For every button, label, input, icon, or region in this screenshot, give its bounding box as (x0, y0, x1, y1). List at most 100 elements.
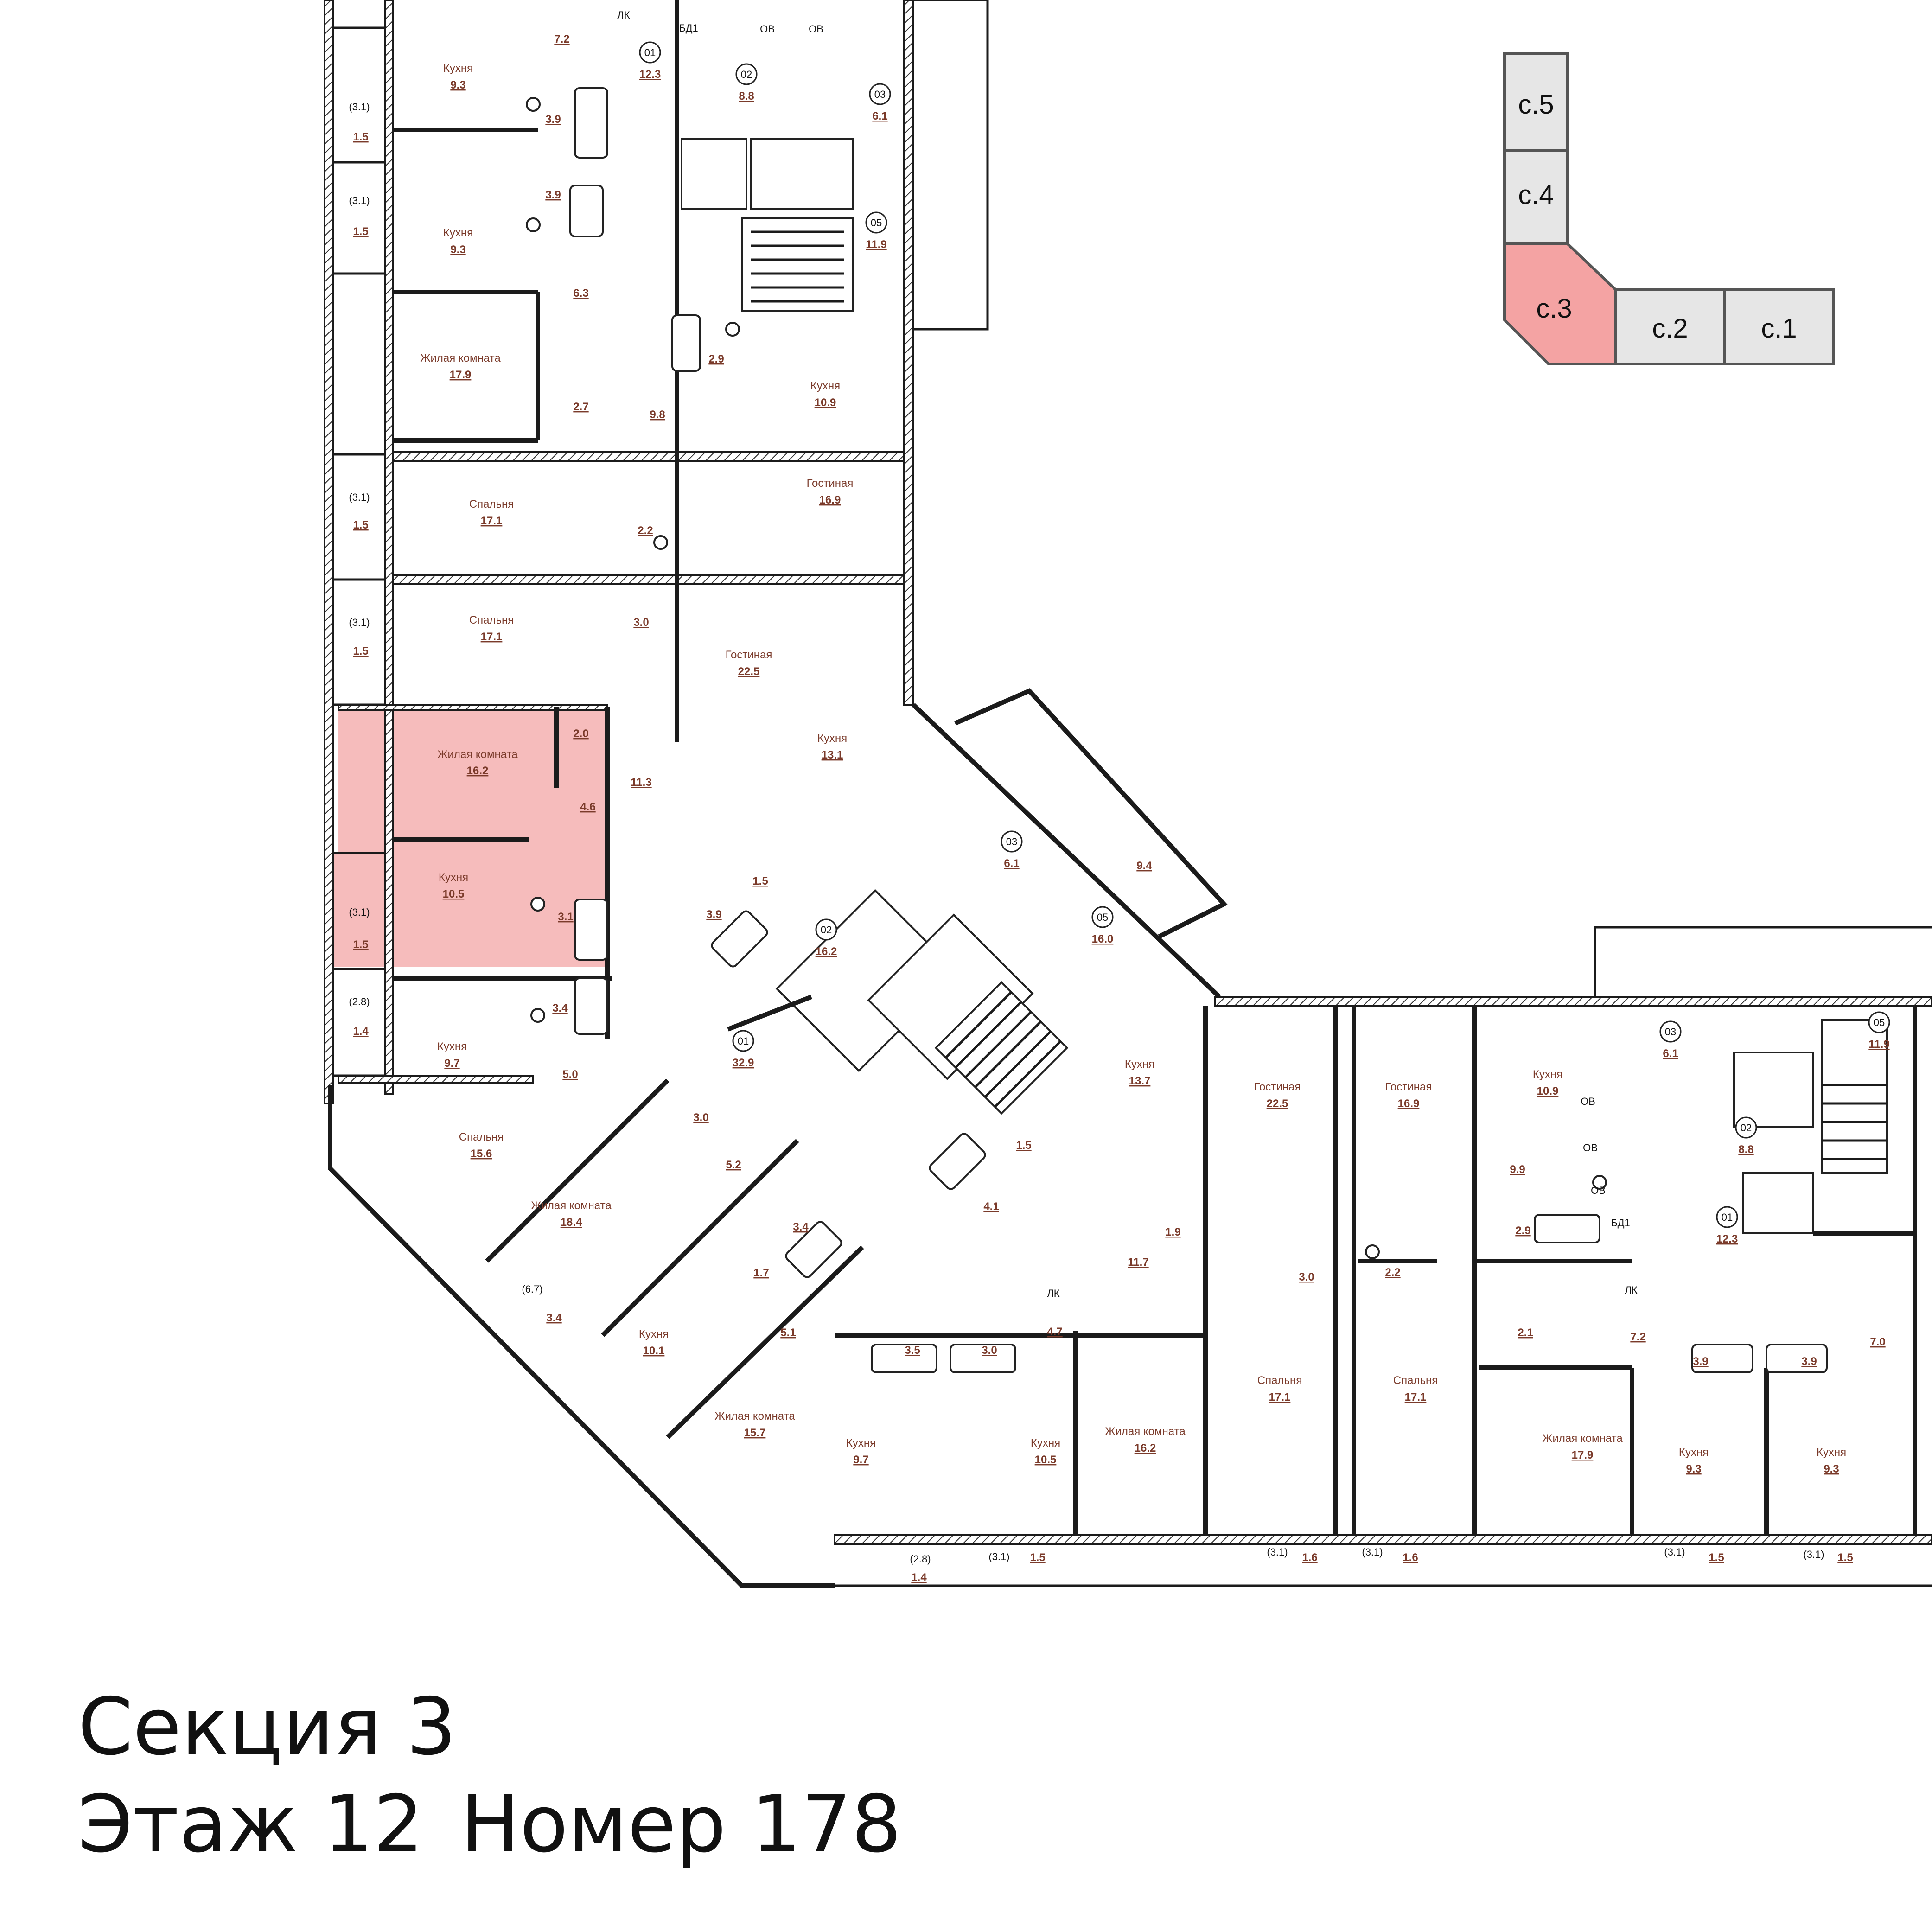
selected-room-area: 16.2 (467, 765, 489, 777)
common-area-id: 05 (1097, 912, 1108, 923)
balcony-area: (3.1) (349, 195, 370, 206)
key-plan: с.5 с.4 с.3 с.2 с.1 (1503, 52, 1835, 365)
common-area-marker (1091, 906, 1114, 928)
room-area: 16.9 (819, 494, 841, 506)
balcony-area: 3.4 (546, 1312, 562, 1324)
room-area: 17.1 (1405, 1391, 1427, 1403)
room-area: 17.9 (450, 369, 472, 381)
room-name: Кухня (846, 1437, 876, 1449)
shaft-label: ОВ (1581, 1096, 1595, 1107)
room-area: 9.9 (1510, 1163, 1525, 1176)
common-area-id: 05 (1874, 1017, 1885, 1028)
room-area: 4.7 (1047, 1326, 1062, 1338)
shaft-label: ОВ (1591, 1185, 1606, 1196)
balcony-area: (3.1) (1664, 1546, 1685, 1558)
room-name: Спальня (459, 1131, 504, 1143)
selected-room-area: 4.6 (580, 801, 595, 813)
room-area: 13.7 (1129, 1075, 1151, 1087)
balcony-area: (3.1) (349, 491, 370, 503)
common-area-id: 02 (741, 69, 752, 80)
room-area: 9.4 (1136, 860, 1152, 872)
room-name: Кухня (437, 1040, 467, 1053)
room-area: 9.3 (450, 79, 465, 91)
room-name: Гостиная (1254, 1081, 1301, 1093)
room-area: 15.7 (744, 1427, 766, 1439)
room-area: 13.1 (822, 749, 843, 761)
stair-treads-1 (751, 230, 844, 303)
balcony-area: 1.6 (1302, 1551, 1317, 1564)
common-area-value: 12.3 (1716, 1233, 1738, 1245)
balcony-area: (3.1) (349, 617, 370, 628)
common-area-id: 02 (821, 924, 832, 936)
room-name: Кухня (639, 1328, 669, 1340)
balcony-area: (2.8) (910, 1553, 931, 1565)
key-section-4[interactable]: с.4 (1503, 149, 1569, 245)
room-name: Кухня (443, 227, 473, 239)
balcony-area: 1.5 (1030, 1551, 1045, 1564)
shaft-label: ЛК (1047, 1288, 1059, 1299)
room-area: 5.2 (726, 1159, 741, 1171)
common-area-marker (1001, 830, 1023, 853)
room-labels: Жилая комната 16.2 Кухня 10.5 2.0 4.6 3.… (349, 9, 1890, 1584)
balcony-area: (3.1) (988, 1551, 1009, 1562)
balcony-area: 1.4 (353, 1025, 369, 1038)
common-area-marker (869, 83, 891, 105)
common-area-value: 11.9 (1868, 1038, 1889, 1051)
horizontal-wing-walls (834, 926, 1932, 1587)
room-area: 1.5 (1016, 1139, 1031, 1152)
room-area: 7.2 (1630, 1331, 1645, 1343)
balcony-area: 1.5 (1837, 1551, 1853, 1564)
room-area: 6.3 (573, 287, 588, 300)
common-area-value: 8.8 (739, 90, 754, 102)
room-area: 3.0 (693, 1111, 708, 1124)
key-section-3-label: с.3 (1536, 293, 1572, 324)
common-area-id: 05 (871, 217, 882, 229)
key-section-2[interactable]: с.2 (1614, 288, 1726, 365)
room-area: 1.9 (1165, 1226, 1180, 1238)
room-name: Жилая комната (420, 352, 501, 364)
balcony-area: 1.4 (911, 1571, 927, 1584)
balcony-area: (6.7) (522, 1283, 542, 1295)
room-name: Кухня (1817, 1446, 1846, 1459)
room-area: 3.0 (633, 616, 649, 629)
common-area-value: 8.8 (1738, 1143, 1753, 1156)
key-section-3[interactable]: с.3 (1503, 242, 1617, 365)
room-area: 7.2 (554, 33, 569, 45)
common-area-value: 6.1 (1663, 1047, 1678, 1060)
room-area: 3.9 (545, 189, 561, 201)
room-area: 3.0 (1299, 1271, 1314, 1283)
key-section-1[interactable]: с.1 (1723, 288, 1835, 365)
common-area-id: 03 (874, 89, 886, 100)
shaft-label: ОВ (760, 23, 775, 35)
key-section-5[interactable]: с.5 (1503, 52, 1569, 152)
room-name: Кухня (1125, 1058, 1154, 1071)
room-name: Кухня (1679, 1446, 1709, 1459)
room-area: 9.8 (650, 408, 665, 421)
common-area-id: 01 (644, 47, 656, 58)
room-area: 11.7 (1128, 1256, 1148, 1269)
room-area: 3.9 (1801, 1355, 1817, 1368)
room-area: 9.3 (1686, 1463, 1701, 1475)
room-area: 11.3 (631, 776, 651, 789)
common-area-marker (865, 211, 887, 234)
room-area: 10.5 (1035, 1454, 1057, 1466)
balcony-area: 1.5 (1709, 1551, 1724, 1564)
room-area: 2.2 (1385, 1266, 1400, 1279)
room-area: 3.0 (982, 1344, 997, 1357)
room-area: 2.2 (638, 524, 653, 537)
selected-balcony-fill[interactable] (330, 853, 367, 967)
fixtures (526, 87, 1828, 1373)
room-area: 2.9 (708, 353, 724, 365)
key-section-1-label: с.1 (1761, 313, 1797, 344)
selected-room-name: Кухня (439, 871, 468, 884)
room-area: 18.4 (561, 1216, 582, 1229)
room-name: Жилая комната (1542, 1432, 1623, 1445)
room-name: Гостиная (1385, 1081, 1432, 1093)
room-name: Кухня (1533, 1068, 1562, 1081)
common-area-marker (639, 41, 661, 64)
room-area: 15.6 (471, 1148, 492, 1160)
balcony-area: 1.5 (353, 225, 368, 238)
room-area: 5.0 (562, 1068, 578, 1081)
room-area: 1.5 (752, 875, 768, 887)
